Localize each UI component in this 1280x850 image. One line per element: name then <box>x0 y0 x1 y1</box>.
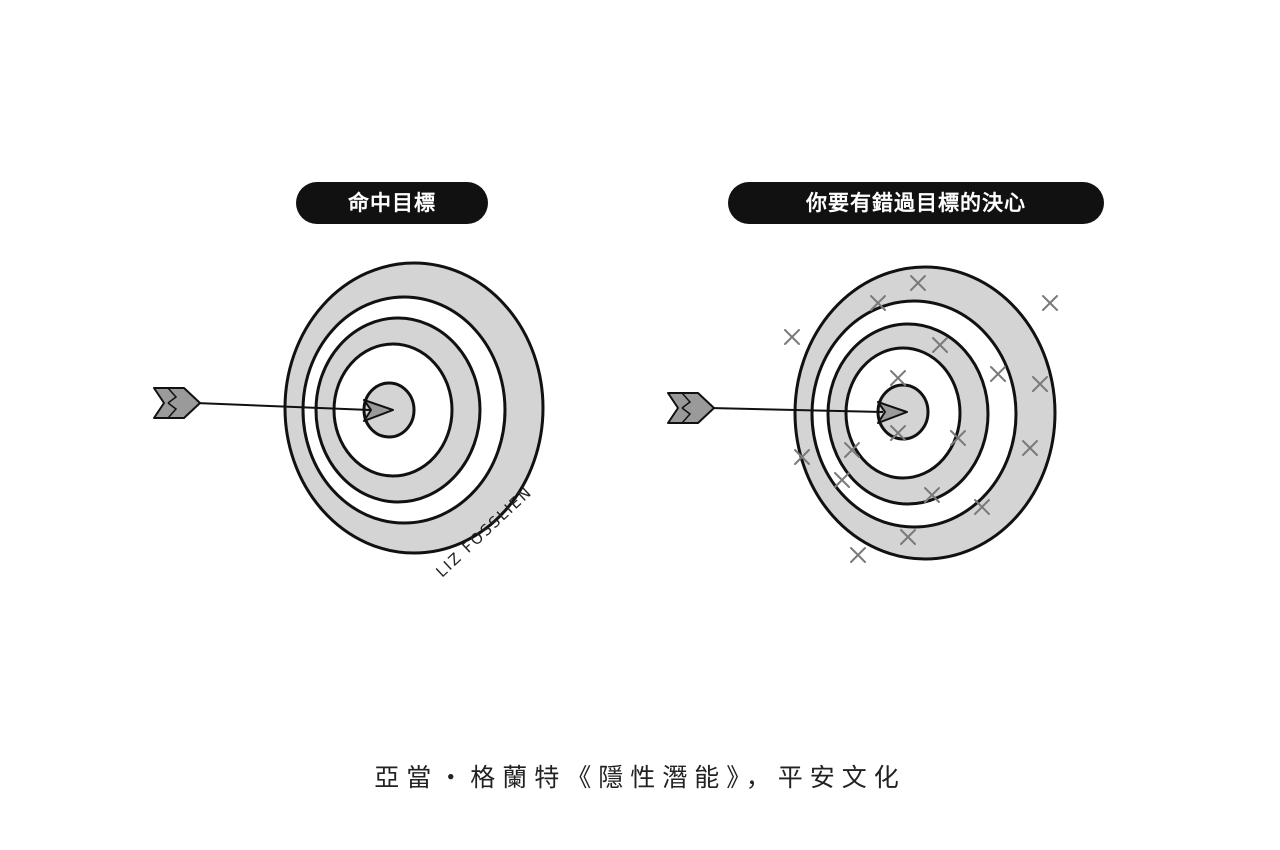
source-caption: 亞當・格蘭特《隱性潛能》，平安文化 <box>374 763 906 792</box>
miss-mark-icon <box>974 499 990 515</box>
miss-mark-icon <box>844 442 860 458</box>
miss-mark-icon <box>950 430 966 446</box>
arrow-fletching <box>667 392 715 424</box>
miss-mark-icon <box>910 275 926 291</box>
arrow-head <box>363 399 394 422</box>
miss-mark-icon <box>834 472 850 488</box>
miss-mark-icon <box>1022 440 1038 456</box>
miss-mark-icon <box>794 449 810 465</box>
target-left <box>283 261 545 555</box>
arrow-right <box>667 392 908 424</box>
arrow-shaft <box>195 402 371 411</box>
panel-title-miss-target: 你要有錯過目標的決心 <box>728 182 1104 224</box>
miss-mark-icon <box>784 329 800 345</box>
miss-mark-icon <box>900 529 916 545</box>
miss-mark-icon <box>1032 376 1048 392</box>
arrow-shaft <box>709 407 884 413</box>
miss-mark-icon <box>870 295 886 311</box>
miss-mark-icon <box>932 337 948 353</box>
arrow-head <box>877 401 908 424</box>
miss-mark-icon <box>850 547 866 563</box>
miss-mark-icon <box>890 370 906 386</box>
arrow-fletching <box>153 387 201 419</box>
miss-mark-icon <box>890 425 906 441</box>
miss-mark-icon <box>990 366 1006 382</box>
arrow-fletching-detail <box>167 387 178 419</box>
miss-mark-icon <box>1042 295 1058 311</box>
miss-mark-icon <box>924 487 940 503</box>
target-right <box>793 265 1057 561</box>
panel-title-hit-target: 命中目標 <box>296 182 488 224</box>
arrow-fletching-detail <box>681 392 692 424</box>
arrow-left <box>153 387 394 422</box>
miss-marks <box>784 275 1058 563</box>
